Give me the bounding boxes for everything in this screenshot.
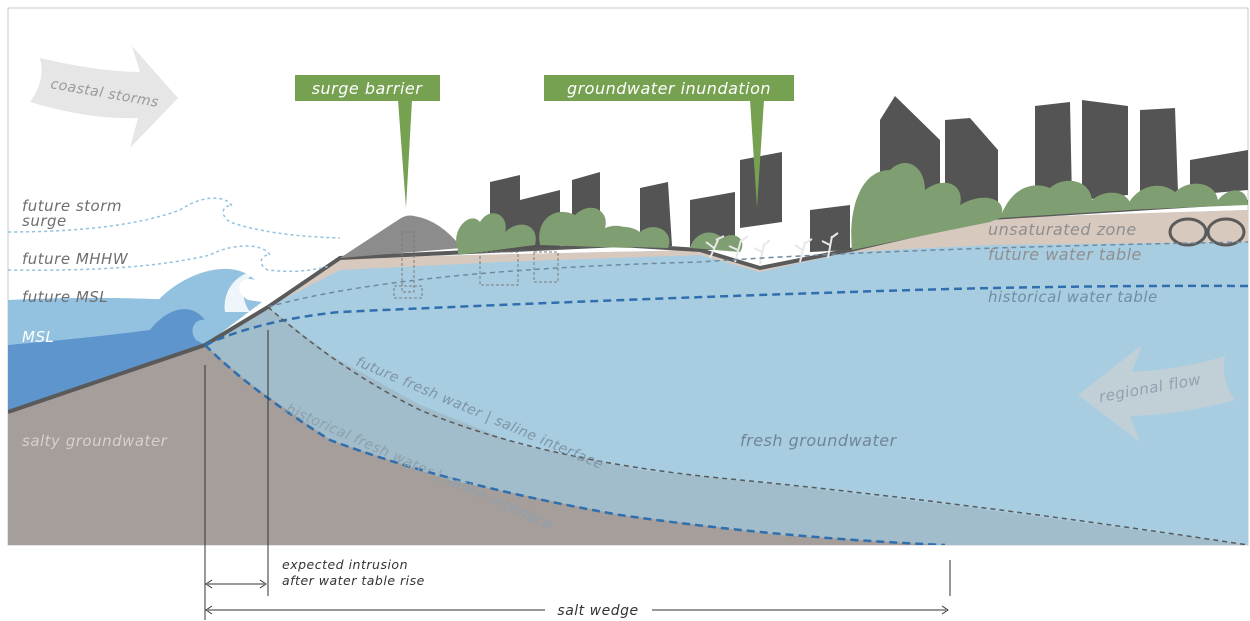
expected-intrusion-label-1: expected intrusion — [282, 557, 408, 572]
future-water-table-line — [267, 241, 1248, 308]
fresh-groundwater-label: fresh groundwater — [740, 431, 898, 450]
historical-interface-line — [204, 344, 946, 545]
groundwater-inundation-label: groundwater inundation — [567, 79, 771, 98]
salt-wedge-label: salt wedge — [557, 603, 638, 619]
basement-2 — [533, 251, 559, 283]
salty-groundwater-area — [8, 345, 940, 545]
historical-water-table-line — [204, 284, 1248, 347]
tunnel-right — [1206, 217, 1246, 247]
future-storm-surge-label-2: surge — [22, 212, 67, 230]
historical-water-table-label: historical water table — [988, 288, 1158, 306]
future-mhhw-line — [8, 245, 331, 273]
barrier-footing — [393, 231, 423, 299]
unsaturated-zone-area — [268, 210, 1248, 307]
future-mhhw-label: future MHHW — [22, 250, 129, 268]
expected-intrusion-label-2: after water table rise — [282, 573, 425, 588]
inundation-roots — [705, 232, 839, 265]
unsaturated-zone-label: unsaturated zone — [988, 220, 1137, 239]
future-storm-surge-line — [8, 197, 341, 239]
salty-groundwater-label: salty groundwater — [22, 432, 168, 450]
regional-flow-arrow — [1078, 345, 1235, 442]
groundwater-inundation-pointer — [750, 100, 764, 208]
future-storm-surge-label-1: future storm — [22, 197, 122, 215]
surge-barrier-pointer — [398, 100, 412, 208]
surge-barrier-callout — [295, 75, 440, 101]
future-water-table-label: future water table — [988, 245, 1142, 264]
groundwater-inundation-callout — [544, 75, 794, 101]
surge-barrier-label: surge barrier — [312, 79, 424, 98]
surge-barrier-mound — [340, 215, 462, 258]
future-msl-label: future MSL — [22, 288, 108, 306]
future-interface-line — [267, 306, 1248, 545]
msl-label: MSL — [22, 328, 54, 346]
dimension-annotations — [204, 330, 951, 620]
ocean-msl — [8, 309, 205, 412]
coastal-storms-arrow — [30, 46, 178, 148]
transition-zone — [205, 307, 1248, 545]
wave-foam — [224, 272, 255, 312]
tunnel-left — [1168, 217, 1208, 247]
basement-1 — [479, 251, 519, 286]
